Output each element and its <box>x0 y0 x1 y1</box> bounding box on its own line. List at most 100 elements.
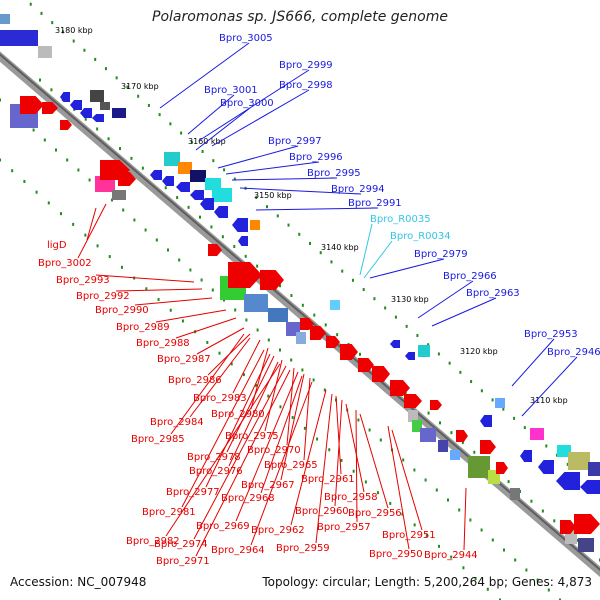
reverse-gene-label: Bpro_2988 <box>136 338 190 349</box>
reverse-gene-label: Bpro_2969 <box>196 521 250 532</box>
tick-dot-outer-far <box>94 57 97 61</box>
reverse-label-leader <box>115 288 203 292</box>
tick-dot-outer <box>541 509 544 513</box>
gene-reverse-arrow <box>480 440 496 454</box>
tick-dot-outer-far <box>480 389 483 393</box>
gene-reverse <box>296 332 306 344</box>
tick-dot-inner <box>491 538 494 542</box>
reverse-label-leader <box>95 274 195 283</box>
forward-label-leader <box>369 258 445 279</box>
tick-dot-inner <box>122 208 125 212</box>
tick-dot-outer <box>439 421 441 425</box>
tick-dot-inner-far <box>499 598 501 600</box>
tick-dot-inner-far <box>364 480 367 484</box>
gene-forward <box>0 14 10 24</box>
forward-label-leader <box>417 280 474 319</box>
gene-forward <box>250 220 260 230</box>
tick-dot-outer-far <box>104 67 107 71</box>
tick-dot-outer-far <box>266 205 269 209</box>
forward-gene-label: Bpro_2998 <box>279 80 333 91</box>
reverse-label-leader <box>391 429 423 531</box>
reverse-label-leader <box>189 337 251 418</box>
gene-forward <box>418 345 430 357</box>
gene-reverse-arrow <box>42 102 58 114</box>
reverse-label-leader <box>205 353 271 488</box>
tick-dot-outer-far <box>51 21 54 25</box>
gene-forward-arrow <box>520 450 532 462</box>
forward-gene-label: Bpro_2999 <box>279 60 333 71</box>
tick-dot-inner-far <box>96 244 99 248</box>
tick-dot-outer <box>279 284 281 288</box>
tick-dot-inner-far <box>255 383 258 387</box>
tick-dot-inner <box>77 168 80 172</box>
gene-reverse <box>412 420 422 432</box>
tick-dot-inner-far <box>72 222 75 226</box>
scale-tick-label: 3120 kbp <box>460 347 498 356</box>
tick-dot-outer-far <box>212 159 215 163</box>
reverse-label-leader <box>359 413 389 509</box>
tick-dot-outer-far <box>40 11 43 15</box>
reverse-label-leader <box>463 487 467 551</box>
reverse-gene-label: Bpro_2982 <box>126 536 180 547</box>
tick-dot-outer-far <box>309 242 311 245</box>
tick-dot-outer-far <box>298 232 301 236</box>
tick-dot-inner <box>435 488 438 492</box>
tick-dot-inner-far <box>230 362 233 366</box>
gene-forward-arrow <box>238 236 248 246</box>
gene-forward-arrow <box>405 352 415 360</box>
reverse-label-leader <box>232 339 261 394</box>
reverse-label-leader <box>134 297 213 306</box>
gene-forward-arrow <box>92 114 104 122</box>
tick-dot-inner-far <box>462 566 465 570</box>
tick-dot-outer <box>461 440 464 444</box>
forward-gene-label: Bpro_3005 <box>219 33 273 44</box>
tick-dot-outer-far <box>115 76 118 80</box>
forward-label-leader <box>211 89 310 147</box>
tick-dot-outer <box>221 235 224 239</box>
gene-forward <box>100 102 110 110</box>
tick-dot-inner <box>368 428 371 432</box>
tick-dot-inner <box>32 128 35 132</box>
tick-dot-outer <box>553 519 556 523</box>
tick-dot-outer <box>39 78 41 82</box>
reverse-label-leader <box>250 347 269 410</box>
forward-gene-label: Bpro_2997 <box>268 136 322 147</box>
tick-dot-inner <box>447 498 449 502</box>
gene-reverse-arrow <box>208 244 222 256</box>
tick-dot-inner-far <box>303 426 306 430</box>
tick-dot-outer-far <box>502 407 505 411</box>
tick-dot-inner-far <box>450 555 453 559</box>
tick-dot-outer-far <box>287 223 290 227</box>
tick-dot-outer-far <box>405 324 408 328</box>
tick-dot-inner <box>245 318 248 322</box>
tick-dot-inner <box>514 558 517 562</box>
reverse-label-leader <box>334 399 343 507</box>
tick-dot-inner <box>312 378 315 382</box>
forward-label-leader <box>255 207 379 211</box>
tick-dot-outer <box>290 294 293 298</box>
rna-gene-label: Bpro_R0035 <box>370 214 431 225</box>
tick-dot-inner <box>424 478 427 482</box>
tick-dot-outer-far <box>351 278 354 282</box>
gene-reverse <box>510 488 520 500</box>
reverse-label-leader <box>315 393 333 544</box>
gene-forward <box>190 170 206 182</box>
reverse-gene-label: Bpro_2993 <box>56 275 110 286</box>
tick-dot-inner <box>234 308 237 312</box>
scale-tick-label: 3130 kbp <box>391 295 429 304</box>
tick-dot-outer-far <box>427 343 430 347</box>
gene-forward <box>90 90 104 102</box>
reverse-gene-label: Bpro_2958 <box>324 492 378 503</box>
genome-summary-text: Topology: circular; Length: 5,200,264 bp… <box>262 575 592 589</box>
reverse-gene-label: ligD <box>47 240 67 251</box>
reverse-label-leader <box>86 207 97 241</box>
gene-forward-arrow <box>480 415 492 427</box>
tick-dot-outer-far <box>330 260 333 264</box>
reverse-label-leader <box>193 365 287 540</box>
tick-dot-outer <box>107 137 110 141</box>
tick-dot-outer-far <box>276 214 279 218</box>
tick-dot-inner-far <box>352 469 355 473</box>
tick-dot-inner <box>357 418 360 422</box>
tick-dot-inner-far <box>145 287 148 291</box>
tick-dot-outer <box>119 147 121 151</box>
